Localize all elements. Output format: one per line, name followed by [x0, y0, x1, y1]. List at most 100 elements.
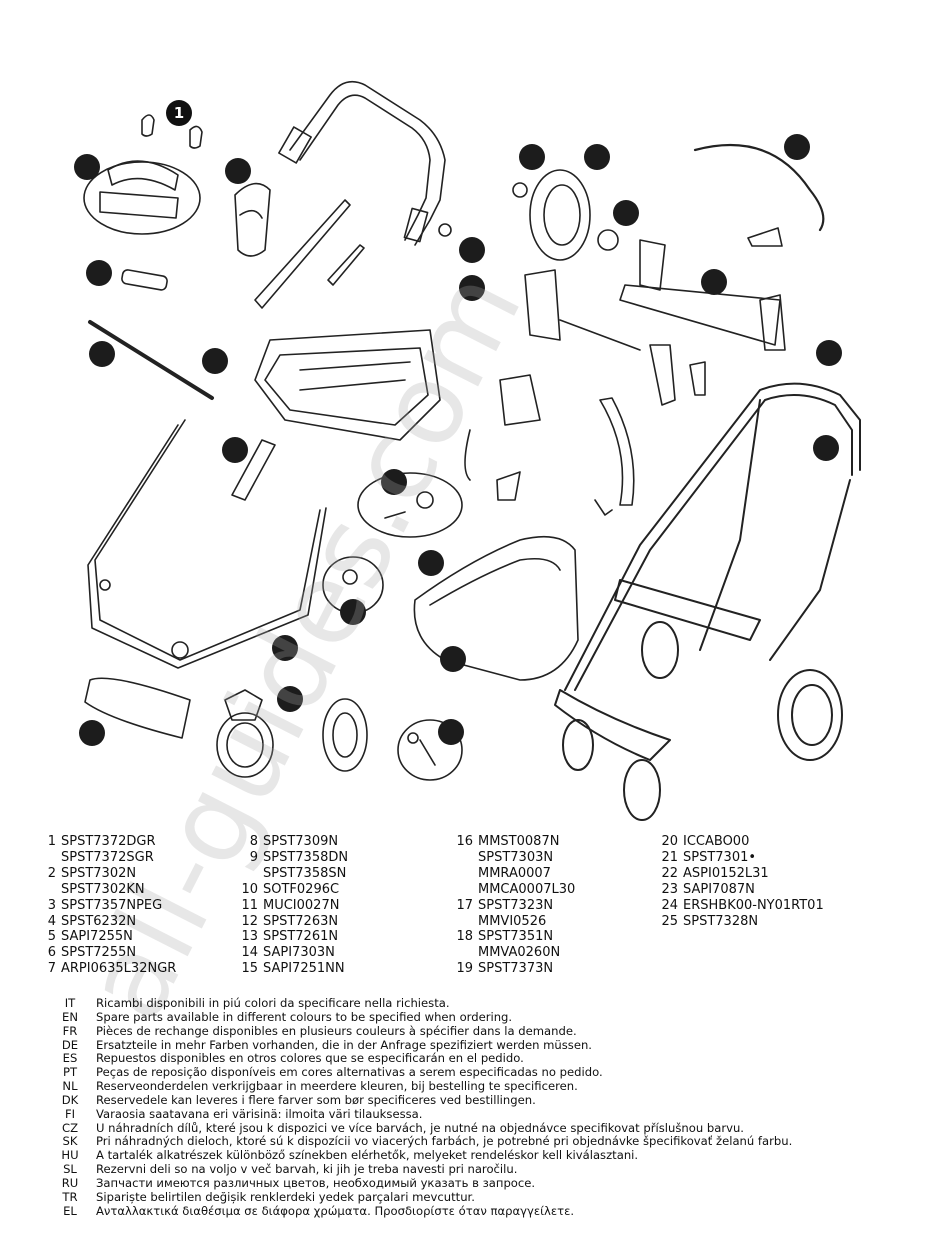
- part-number: 16: [456, 834, 473, 849]
- part-code: SPST7358SN: [263, 865, 347, 881]
- note-language-code: DK: [61, 1092, 79, 1107]
- part-code: SPST7302KN: [61, 881, 145, 897]
- part-code: SPST7323N: [478, 897, 554, 913]
- handle-group-outline: [83, 161, 201, 235]
- part-code: SPST7372DGR: [61, 834, 156, 849]
- part-number: 14: [241, 945, 258, 961]
- note-text: Rezervni deli so na voljo v več barvah, …: [96, 1162, 518, 1177]
- cup-holder: [234, 182, 271, 257]
- part-number: 12: [241, 913, 258, 929]
- part-number: 5: [47, 929, 56, 945]
- part-code: ERSHBK00-NY01RT01: [683, 897, 824, 913]
- note-text: Reserveonderdelen verkrijgbaar in meerde…: [96, 1079, 578, 1094]
- note-language-code: HU: [61, 1148, 79, 1163]
- part-code: SAPI7255N: [61, 929, 133, 945]
- note-text: U náhradních dílů, které jsou k dispozic…: [96, 1120, 744, 1135]
- part-row: SPST7358SN: [240, 866, 348, 882]
- callout-marker: [440, 646, 466, 672]
- part-code: SAPI7087N: [683, 881, 755, 897]
- note-text: A tartalék alkatrészek különböző színekb…: [96, 1148, 639, 1163]
- part-row: MMCA0007L30: [455, 882, 575, 898]
- part-row: SPST7302KN: [38, 882, 176, 898]
- part-code: SPST7328N: [683, 913, 759, 929]
- note-language-code: FI: [64, 1106, 76, 1121]
- part-code: ASPI0152L31: [683, 865, 769, 881]
- note-language-code: EN: [62, 1009, 78, 1024]
- part-code: SAPI7251NN: [263, 961, 345, 977]
- note-row: FI Varaosia saatavana eri värisinä: ilmoi…: [58, 1106, 792, 1122]
- part-row: 14 SAPI7303N: [240, 945, 348, 961]
- basket: [254, 329, 441, 441]
- part-row: SPST7303N: [455, 850, 575, 866]
- note-text: Sipariște belirtilen değișik renklerdeki…: [96, 1189, 475, 1204]
- part-number: 6: [47, 945, 56, 961]
- handlebar-frame: [278, 80, 452, 246]
- part-row: 22 ASPI0152L31: [660, 866, 824, 882]
- callout-marker: [459, 237, 485, 263]
- part-number: 1: [47, 834, 56, 849]
- part-number: 23: [661, 881, 678, 897]
- note-text: Varaosia saatavana eri värisinä: ilmoita…: [96, 1106, 423, 1121]
- part-number: 22: [661, 865, 678, 881]
- callout-marker: [438, 719, 464, 745]
- callout-marker: [613, 200, 639, 226]
- note-text: Ανταλλακτικά διαθέσιμα σε διάφορα χρώματ…: [96, 1203, 575, 1218]
- part-row: SPST7372SGR: [38, 850, 176, 866]
- part-code: SPST7303N: [478, 849, 554, 865]
- part-row: MMVA0260N: [455, 945, 575, 961]
- part-number: 20: [661, 834, 678, 849]
- part-row: 13 SPST7261N: [240, 929, 348, 945]
- note-text: Peças de reposição disponíveis em cores …: [96, 1065, 603, 1080]
- part-code: SPST7261N: [263, 929, 339, 945]
- part-code: SPST7351N: [478, 929, 554, 945]
- callout-marker: [784, 134, 810, 160]
- part-number: 19: [456, 961, 473, 977]
- callout-marker: [272, 635, 298, 661]
- callout-marker: [584, 144, 610, 170]
- part-number: 10: [241, 881, 258, 897]
- note-language-code: IT: [64, 996, 76, 1010]
- part-row: 1 SPST7372DGR: [38, 834, 176, 850]
- part-number: 18: [456, 929, 473, 945]
- callout-marker: [86, 260, 112, 286]
- part-code: SPST7309N: [263, 834, 339, 849]
- part-number: 11: [241, 897, 258, 913]
- callout-marker: [79, 720, 105, 746]
- part-code: MMVI0526: [478, 913, 547, 929]
- part-code: SAPI7303N: [263, 945, 335, 961]
- callout-marker: [381, 469, 407, 495]
- assembled-stroller: [554, 382, 861, 821]
- note-language-code: ES: [62, 1051, 78, 1066]
- part-number: 4: [47, 913, 56, 929]
- part-code: SPST7301•: [683, 849, 757, 865]
- callout-marker: [816, 340, 842, 366]
- callout-marker: [277, 686, 303, 712]
- front-swivel-wheel: [216, 689, 274, 778]
- lower-frame: [87, 419, 327, 669]
- part-number: 13: [241, 929, 258, 945]
- note-row: EL Ανταλλακτικά διαθέσιμα σε διάφορα χρώμ…: [58, 1203, 792, 1219]
- note-language-code: EL: [63, 1203, 77, 1218]
- part-code: SPST7302N: [61, 865, 137, 881]
